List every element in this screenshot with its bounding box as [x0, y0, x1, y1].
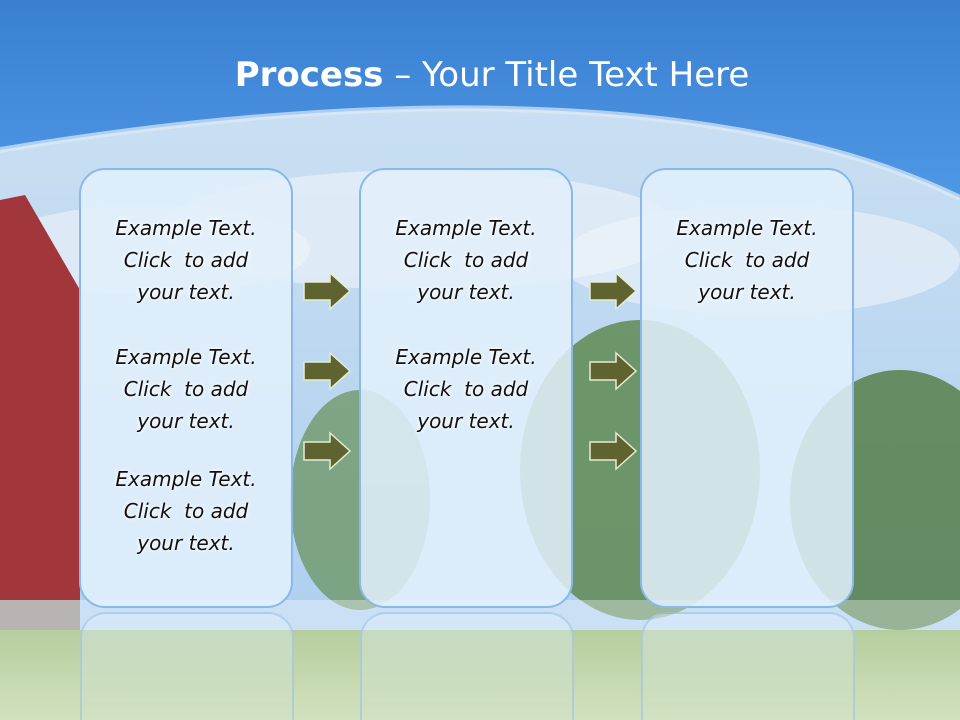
- text-block[interactable]: Example Text. Click to add your text.: [81, 463, 291, 559]
- process-box-2[interactable]: Example Text. Click to add your text. Ex…: [359, 168, 573, 608]
- box-reflection-1: [80, 612, 294, 720]
- right-arrow-icon: [303, 271, 352, 311]
- text-line: Click to add: [403, 377, 529, 401]
- text-line: your text.: [698, 280, 796, 304]
- text-line: your text.: [137, 280, 235, 304]
- slide-title[interactable]: Process – Your Title Text Here: [0, 52, 960, 98]
- text-line: Example Text.: [115, 467, 257, 491]
- right-arrow-icon: [303, 431, 352, 471]
- text-block[interactable]: Example Text. Click to add your text.: [81, 212, 291, 308]
- text-line: your text.: [137, 531, 235, 555]
- text-line: Example Text.: [115, 216, 257, 240]
- process-box-3[interactable]: Example Text. Click to add your text.: [640, 168, 854, 608]
- text-block[interactable]: Example Text. Click to add your text.: [361, 341, 571, 437]
- right-arrow-icon: [589, 271, 638, 311]
- text-line: your text.: [417, 409, 515, 433]
- right-arrow-icon: [303, 351, 352, 391]
- title-bold: Process: [234, 55, 384, 95]
- text-line: Example Text.: [115, 345, 257, 369]
- title-rest: – Your Title Text Here: [383, 55, 750, 95]
- text-line: Example Text.: [395, 345, 537, 369]
- right-arrow-icon: [589, 351, 638, 391]
- text-block[interactable]: Example Text. Click to add your text.: [81, 341, 291, 437]
- text-line: your text.: [137, 409, 235, 433]
- process-box-1[interactable]: Example Text. Click to add your text. Ex…: [79, 168, 293, 608]
- box-reflection-2: [360, 612, 574, 720]
- text-line: Example Text.: [676, 216, 818, 240]
- text-block[interactable]: Example Text. Click to add your text.: [361, 212, 571, 308]
- text-line: Click to add: [403, 248, 529, 272]
- text-line: Click to add: [684, 248, 810, 272]
- right-arrow-icon: [589, 431, 638, 471]
- text-line: Example Text.: [395, 216, 537, 240]
- text-line: Click to add: [123, 499, 249, 523]
- text-line: your text.: [417, 280, 515, 304]
- text-block[interactable]: Example Text. Click to add your text.: [642, 212, 852, 308]
- text-line: Click to add: [123, 377, 249, 401]
- text-line: Click to add: [123, 248, 249, 272]
- box-reflection-3: [641, 612, 855, 720]
